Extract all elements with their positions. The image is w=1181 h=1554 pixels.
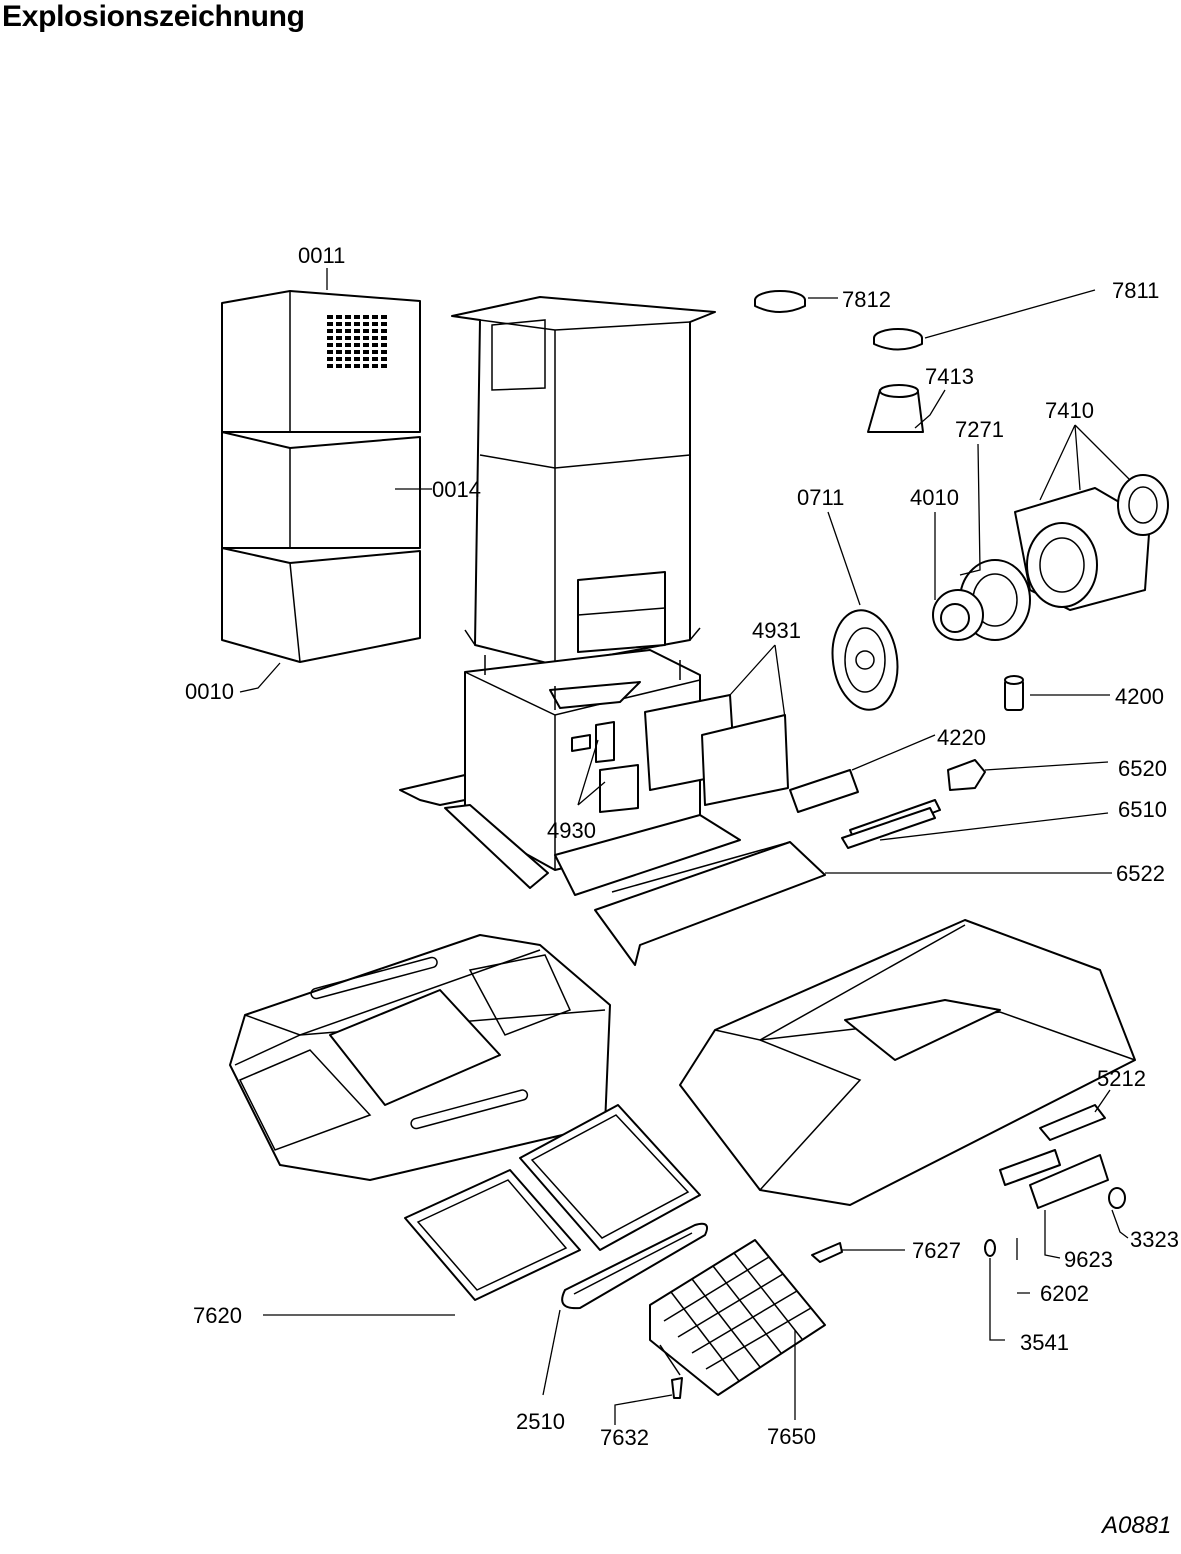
motor-housing-box [399,649,741,896]
label-7410: 7410 [1045,398,1094,423]
label-7271: 7271 [955,417,1004,442]
label-5212: 5212 [1097,1066,1146,1091]
label-3541: 3541 [1020,1330,1069,1355]
label-7811: 7811 [1112,278,1159,303]
document-code: A0881 [1102,1512,1172,1539]
label-0011: 0011 [298,243,345,268]
hood-body-left [229,934,611,1181]
label-7620: 7620 [193,1303,242,1328]
label-7413: 7413 [925,364,974,389]
label-4931: 4931 [752,618,801,643]
label-6522: 6522 [1116,861,1165,886]
label-6202: 6202 [1040,1281,1089,1306]
fan-assembly [831,474,1169,711]
chimney-cover [221,290,421,663]
label-4930: 4930 [547,818,596,843]
label-0014: 0014 [432,477,481,502]
lamp-cover [594,841,826,966]
hood-canopy-right [679,919,1136,1206]
lamp-electronics [789,759,986,849]
filter-boards [644,694,789,806]
gasket [561,1222,708,1310]
label-4220: 4220 [937,725,986,750]
inner-chimney-frame [451,296,716,666]
label-7627: 7627 [912,1238,961,1263]
label-7812: 7812 [842,287,891,312]
top-caps [754,290,923,351]
small-parts [671,1104,1126,1399]
label-7650: 7650 [767,1424,816,1449]
label-3323: 3323 [1130,1227,1179,1252]
air-outlet [867,384,924,433]
label-4010: 4010 [910,485,959,510]
label-6520: 6520 [1118,756,1167,781]
label-0010: 0010 [185,679,234,704]
page-title: Explosionszeichnung [2,0,305,33]
label-6510: 6510 [1118,797,1167,822]
label-4200: 4200 [1115,684,1164,709]
carbon-filter [649,1239,826,1396]
label-0711: 0711 [797,485,844,510]
grease-filters [404,1104,701,1301]
capacitor [1004,675,1024,711]
leader-lines [239,268,1131,1425]
label-2510: 2510 [516,1409,565,1434]
label-9623: 9623 [1064,1247,1113,1272]
part-labels: 0011 0014 0010 7812 7811 7413 7271 7410 … [185,243,1179,1450]
label-7632: 7632 [600,1425,649,1450]
